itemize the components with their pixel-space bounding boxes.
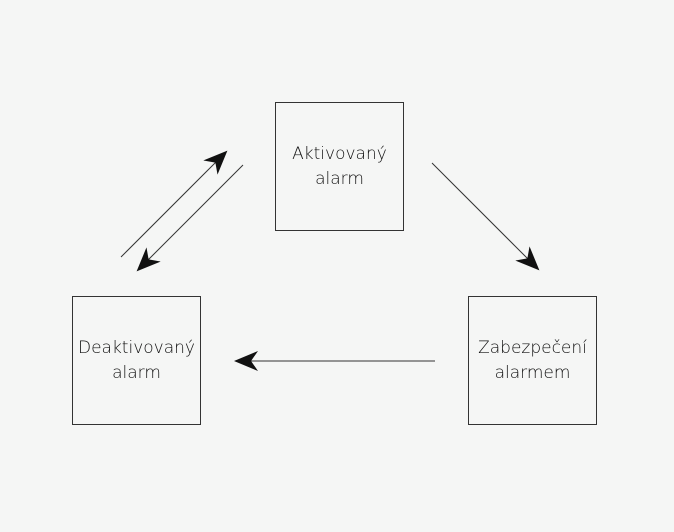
arrow-activated-to-deactivated bbox=[136, 164, 244, 272]
node-activated-alarm-label: Aktivovaný alarm bbox=[292, 143, 387, 189]
arrow-deactivated-to-activated bbox=[120, 150, 228, 258]
node-activated-alarm: Aktivovaný alarm bbox=[275, 102, 404, 231]
arrow-activated-to-secured bbox=[431, 162, 540, 271]
node-deactivated-alarm-label: Deaktivovaný alarm bbox=[78, 337, 195, 383]
node-deactivated-alarm: Deaktivovaný alarm bbox=[72, 296, 201, 425]
node-secured-by-alarm: Zabezpečení alarmem bbox=[468, 296, 597, 425]
node-secured-by-alarm-label: Zabezpečení alarmem bbox=[478, 337, 587, 383]
